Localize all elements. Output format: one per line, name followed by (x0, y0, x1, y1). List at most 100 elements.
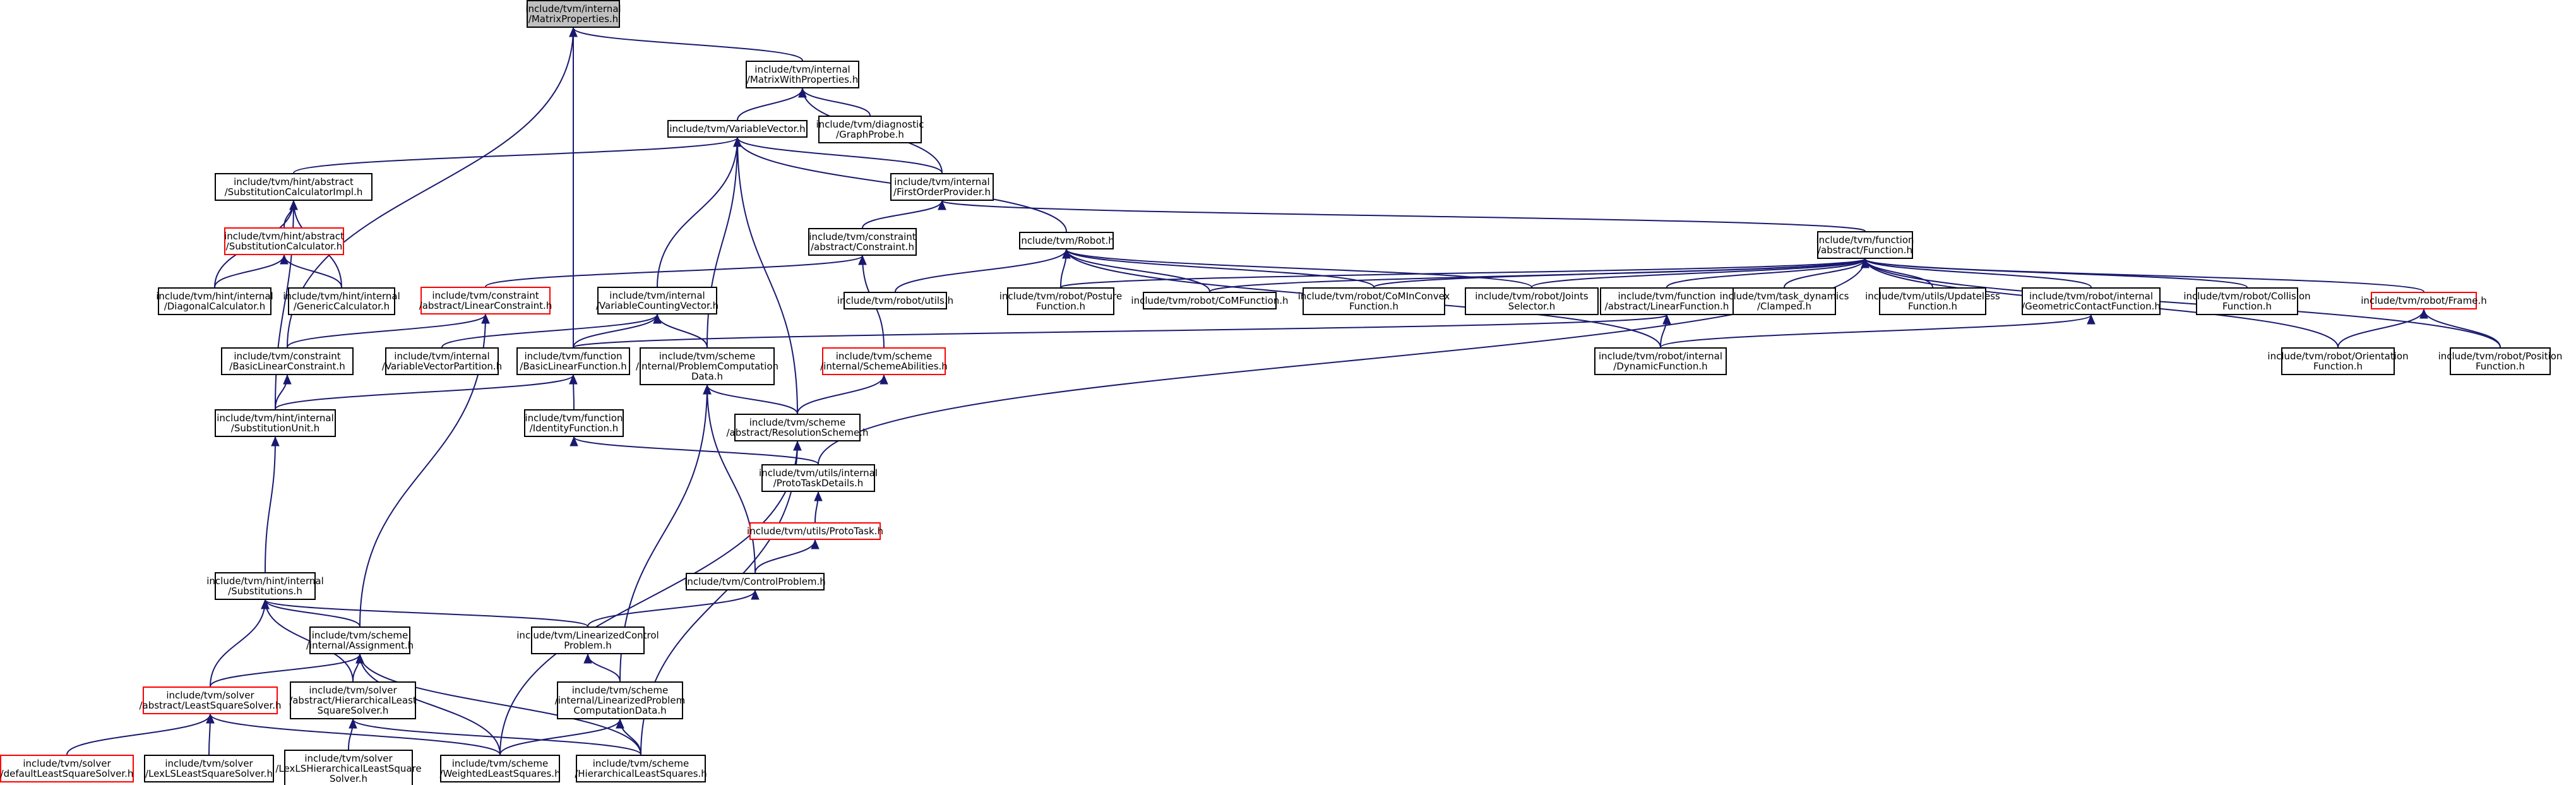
node-abstract-linear-function[interactable]: include/tvm/function/abstract/LinearFunc… (1600, 287, 1734, 315)
node-label-line: /abstract/HierarchicalLeast (289, 695, 417, 706)
node-box (640, 347, 775, 385)
node-substitution-unit[interactable]: include/tvm/hint/internal/SubstitutionUn… (215, 409, 336, 437)
node-label-line: include/tvm/diagnostic (816, 119, 924, 130)
node-variable-vector[interactable]: include/tvm/VariableVector.h (667, 120, 808, 138)
node-label-line: /FirstOrderProvider.h (893, 186, 991, 198)
edge-line (573, 315, 1667, 348)
node-matrix-with-properties[interactable]: include/tvm/internal/MatrixWithPropertie… (746, 61, 859, 88)
edge-line (707, 137, 738, 348)
node-label-line: /ProtoTaskDetails.h (773, 477, 864, 489)
node-variable-counting-vector[interactable]: include/tvm/internal/VariableCountingVec… (596, 287, 719, 315)
node-first-order-provider[interactable]: include/tvm/internal/FirstOrderProvider.… (890, 173, 994, 201)
edge-n27-n0 (569, 27, 578, 348)
node-hierarchical-least-square-solver[interactable]: include/tvm/solver/abstract/Hierarchical… (289, 681, 417, 719)
edge-arrowhead (811, 539, 820, 549)
node-label-line: include/tvm/hint/internal (217, 412, 334, 424)
node-least-square-solver[interactable]: include/tvm/solver/abstract/LeastSquareS… (139, 686, 282, 714)
edge-n9-n5 (862, 200, 946, 229)
node-box (2450, 347, 2551, 375)
node-box (686, 573, 825, 590)
node-label-line: include/tvm/VariableVector.h (669, 123, 805, 135)
edge-n32-n24 (2419, 308, 2501, 348)
node-box (746, 61, 859, 88)
node-label-line: include/tvm/solver (309, 685, 397, 696)
node-abstract-constraint[interactable]: include/tvm/constraint/abstract/Constrai… (808, 228, 917, 256)
node-lexls-hierarchical-least-square-solver[interactable]: include/tvm/solver/LexLSHierarchicalLeas… (275, 750, 422, 785)
edge-arrowhead (271, 436, 280, 446)
node-box (158, 287, 271, 315)
node-label-line: include/tvm/robot/utils.h (837, 295, 953, 306)
node-basic-linear-function[interactable]: include/tvm/function/BasicLinearFunction… (516, 347, 630, 375)
edge-arrowhead (2419, 308, 2428, 319)
node-robot[interactable]: include/tvm/Robot.h (1018, 232, 1114, 249)
node-substitution-calculator[interactable]: include/tvm/hint/abstract/SubstitutionCa… (224, 227, 344, 255)
node-assignment[interactable]: include/tvm/scheme/internal/Assignment.h (306, 626, 414, 654)
node-default-least-square-solver[interactable]: include/tvm/solver/defaultLeastSquareSol… (0, 755, 134, 782)
node-box (1594, 347, 1727, 375)
edge-line (587, 654, 621, 682)
node-label-line: /SubstitutionCalculatorImpl.h (225, 186, 363, 198)
node-label-line: /internal/Assignment.h (306, 640, 414, 651)
node-dynamic-function[interactable]: include/tvm/robot/internal/DynamicFuncti… (1594, 347, 1727, 375)
node-substitutions[interactable]: include/tvm/hint/internal/Substitutions.… (206, 572, 324, 600)
node-control-problem[interactable]: include/tvm/ControlProblem.h (684, 573, 826, 590)
node-matrix-properties[interactable]: include/tvm/internal/MatrixProperties.h (525, 0, 621, 28)
node-box (288, 287, 395, 315)
node-proto-task[interactable]: include/tvm/utils/ProtoTask.h (747, 522, 883, 540)
edge-n24-n11 (1861, 258, 2424, 292)
node-geometric-contact-function[interactable]: include/tvm/robot/internal/GeometricCont… (2022, 287, 2161, 315)
node-variable-vector-partition[interactable]: include/tvm/internal/VariableVectorParti… (382, 347, 502, 375)
node-graph-probe[interactable]: include/tvm/diagnostic/GraphProbe.h (816, 116, 924, 143)
edge-line (265, 436, 276, 573)
node-label-line: /VariableVectorPartition.h (382, 361, 502, 372)
node-label-line: include/tvm/utils/Updateless (1865, 291, 2000, 302)
edge-n49-n43 (349, 718, 641, 755)
edge-arrowhead (733, 136, 742, 147)
edge-arrowhead (880, 374, 888, 385)
node-abstract-linear-constraint[interactable]: include/tvm/constraint/abstract/LinearCo… (419, 287, 552, 315)
node-hierarchical-least-squares[interactable]: include/tvm/scheme/HierarchicalLeastSqua… (575, 755, 707, 782)
node-weighted-least-squares[interactable]: include/tvm/scheme/WeightedLeastSquares.… (439, 755, 561, 782)
edge-line (1864, 258, 2092, 288)
edge-n36-n34 (569, 436, 819, 465)
edge-line (66, 714, 211, 755)
node-com-function[interactable]: include/tvm/robot/CoMFunction.h (1131, 292, 1289, 309)
node-resolution-scheme[interactable]: include/tvm/scheme/abstract/ResolutionSc… (727, 414, 869, 441)
node-label-line: include/tvm/constraint (432, 290, 539, 301)
node-generic-calculator[interactable]: include/tvm/hint/internal/GenericCalcula… (283, 287, 400, 315)
edge-line (573, 314, 658, 348)
node-substitution-calculator-impl[interactable]: include/tvm/hint/abstract/SubstitutionCa… (215, 173, 373, 201)
node-abstract-function[interactable]: include/tvm/function/abstract/Function.h (1816, 231, 1914, 259)
node-label-line: include/tvm/robot/Frame.h (2361, 295, 2486, 306)
node-problem-computation-data[interactable]: include/tvm/scheme/internal/ProblemCompu… (636, 347, 778, 385)
node-basic-linear-constraint[interactable]: include/tvm/constraint/BasicLinearConstr… (221, 347, 354, 375)
node-label-line: /abstract/Function.h (1818, 244, 1912, 256)
node-label-line: include/tvm/function (525, 412, 623, 424)
edge-arrowhead (793, 440, 802, 451)
edge-line (707, 385, 798, 414)
edge-arrowhead (703, 384, 712, 395)
node-label-line: include/tvm/scheme (593, 758, 689, 769)
node-label-line: include/tvm/function (1816, 234, 1914, 246)
node-robot-utils[interactable]: include/tvm/robot/utils.h (837, 292, 953, 309)
node-clamped[interactable]: include/tvm/task_dynamics/Clamped.h (1720, 287, 1849, 315)
node-lexls-least-square-solver[interactable]: include/tvm/solver/LexLSLeastSquareSolve… (144, 755, 274, 782)
edge-arrowhead (653, 313, 662, 324)
node-linearized-problem-computation-data[interactable]: include/tvm/scheme/internal/LinearizedPr… (555, 681, 685, 719)
node-identity-function[interactable]: include/tvm/function/IdentityFunction.h (524, 409, 624, 437)
node-proto-task-details[interactable]: include/tvm/utils/internal/ProtoTaskDeta… (759, 464, 878, 492)
node-diagonal-calculator[interactable]: include/tvm/hint/internal/DiagonalCalcul… (156, 287, 273, 315)
node-frame[interactable]: include/tvm/robot/Frame.h (2361, 292, 2487, 309)
node-label-line: Function.h (1349, 301, 1398, 312)
node-label-line: /SubstitutionCalculator.h (226, 241, 343, 252)
node-scheme-abilities[interactable]: include/tvm/scheme/internal/SchemeAbilit… (820, 347, 948, 375)
edge-n2-n1 (737, 87, 807, 121)
